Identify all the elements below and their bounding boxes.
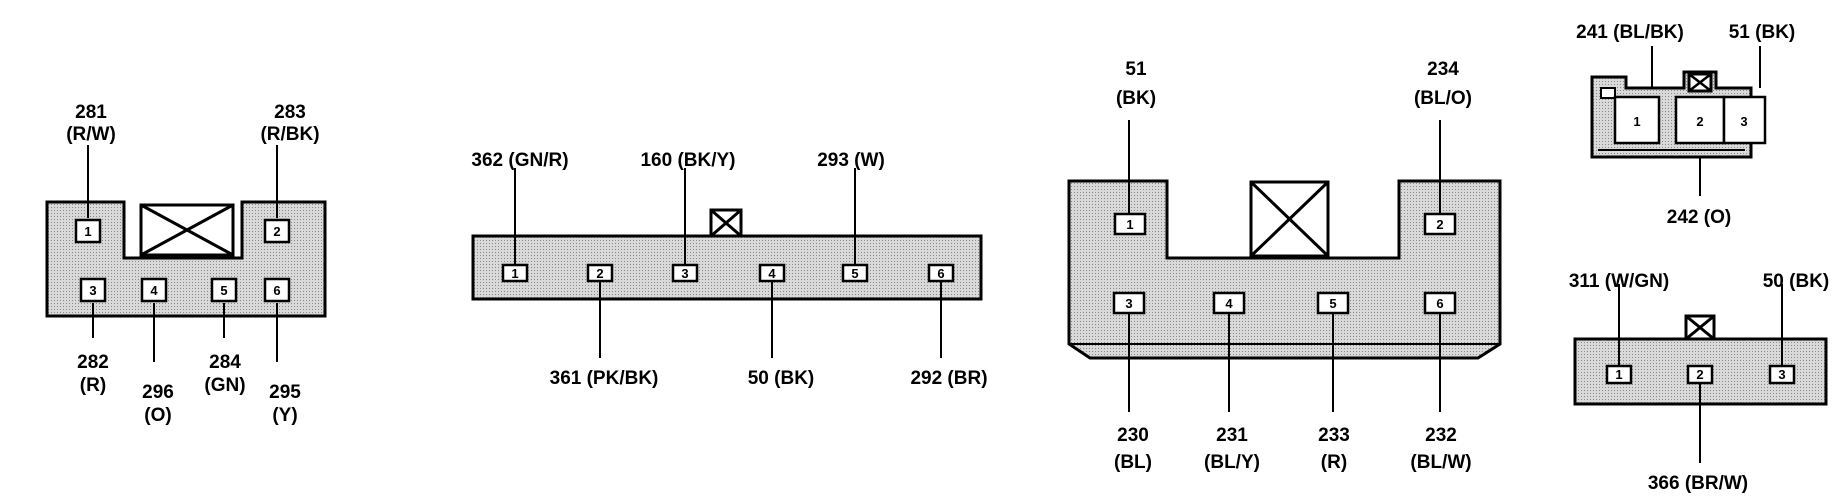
- connector-1-pin-5: 5: [210, 277, 238, 303]
- pin-number: 5: [1329, 296, 1336, 311]
- wire-label-color: (R/BK): [260, 124, 319, 145]
- wire-label-color: (GN): [204, 375, 245, 396]
- wire-label-number: 295: [269, 382, 301, 403]
- wire-label-number: 296: [142, 382, 174, 403]
- connector-1-housing: [45, 200, 327, 318]
- connector-1-pin-6: 6: [263, 277, 291, 303]
- wire-label: 50 (BK): [1763, 271, 1830, 292]
- wire-label: 293 (W): [817, 150, 885, 171]
- keying-block-icon: [1684, 314, 1716, 341]
- wire-label-color: (O): [144, 405, 171, 426]
- pin-number: 3: [1778, 367, 1785, 382]
- connector-1-pin-3: 3: [79, 277, 107, 303]
- wire-label-number: 234: [1427, 59, 1459, 80]
- keying-block-icon: [709, 208, 743, 238]
- connector-2: 1 2 3 4 5 6 362 (GN/R) 160 (BK/Y) 293 (W…: [471, 150, 987, 389]
- pin-number: 5: [220, 283, 227, 298]
- wire-label-number: 51: [1125, 59, 1147, 80]
- wire-label: 361 (PK/BK): [550, 368, 659, 389]
- wire-label-number: 232: [1425, 425, 1457, 446]
- connector-4-pin-1: 1: [1613, 95, 1661, 145]
- connector-3-pin-4: 4: [1212, 291, 1246, 315]
- wire-label-color: (Y): [272, 405, 297, 426]
- connector-3-pin-2: 2: [1423, 212, 1457, 236]
- wire-label-color: (R): [1321, 452, 1347, 473]
- wire-label: 160 (BK/Y): [640, 150, 735, 171]
- connector-3: 1 2 3 4 5 6 51 (BK) 234 (BL/O) 230 (BL) …: [1067, 59, 1502, 473]
- keying-block-icon: [1687, 72, 1713, 93]
- connector-2-pin-6: 6: [927, 263, 955, 283]
- pin-number: 2: [273, 224, 280, 239]
- pin-number: 2: [1696, 367, 1703, 382]
- connector-4-pin-2: 2: [1674, 95, 1726, 145]
- wire-label-color: (BL/O): [1414, 88, 1472, 109]
- pin-number: 3: [681, 266, 688, 281]
- wire-label-color: (R): [80, 375, 106, 396]
- connector-3-pin-1: 1: [1113, 212, 1147, 236]
- pin-number: 1: [511, 266, 518, 281]
- pin-number: 3: [1740, 114, 1747, 129]
- pin-number: 6: [937, 266, 944, 281]
- connector-2-pin-5: 5: [841, 263, 869, 283]
- connector-4: 1 2 3 241 (BL/BK) 51 (BK) 242 (O): [1576, 22, 1795, 228]
- keying-block-icon: [139, 203, 235, 257]
- connector-5-pin-3: 3: [1768, 364, 1796, 385]
- pin-number: 4: [150, 283, 158, 298]
- pin-number: 2: [1436, 217, 1443, 232]
- wire-label: 362 (GN/R): [471, 150, 568, 171]
- connector-1-pin-2: 2: [263, 218, 291, 244]
- pin-number: 6: [1436, 296, 1443, 311]
- connector-2-pin-2: 2: [586, 263, 614, 283]
- wire-label-color: (BK): [1116, 88, 1156, 109]
- pin-number: 5: [851, 266, 858, 281]
- wire-label-number: 233: [1318, 425, 1350, 446]
- wire-label: 366 (BR/W): [1648, 473, 1748, 494]
- pin-number: 2: [596, 266, 603, 281]
- connector-1: 1 2 3 4 5 6 281 (R/W) 283 (R/BK) 282 (R)…: [45, 102, 327, 426]
- connector-1-pin-1: 1: [74, 218, 102, 244]
- pin-number: 4: [768, 266, 776, 281]
- wire-label-number: 231: [1216, 425, 1248, 446]
- pin-number: 1: [84, 224, 91, 239]
- pin-number: 4: [1225, 296, 1233, 311]
- wire-label: 242 (O): [1667, 207, 1731, 228]
- wire-label-number: 284: [209, 352, 241, 373]
- connector-2-pin-1: 1: [501, 263, 529, 283]
- wire-label: 241 (BL/BK): [1576, 22, 1684, 43]
- connector-3-pin-6: 6: [1423, 291, 1457, 315]
- wire-label: 311 (W/GN): [1569, 271, 1669, 292]
- pin-number: 6: [273, 283, 280, 298]
- connector-3-pin-3: 3: [1112, 291, 1146, 315]
- wire-label-color: (BL): [1114, 452, 1152, 473]
- connector-1-pin-4: 4: [140, 277, 168, 303]
- connector-5-pin-2: 2: [1686, 364, 1714, 385]
- pin-number: 3: [1125, 296, 1132, 311]
- wire-label: 292 (BR): [910, 368, 987, 389]
- wire-label-color: (BL/Y): [1204, 452, 1260, 473]
- pin-number: 3: [89, 283, 96, 298]
- connector-4-pin-3: 3: [1722, 95, 1767, 145]
- wire-label-number: 281: [75, 102, 107, 123]
- connector-3-pin-5: 5: [1316, 291, 1350, 315]
- keying-block-icon: [1249, 180, 1330, 258]
- connector-5: 1 2 3 311 (W/GN) 50 (BK) 366 (BR/W): [1569, 271, 1829, 494]
- connector-2-housing: [471, 234, 983, 301]
- wire-label-color: (R/W): [66, 124, 116, 145]
- pin-number: 2: [1696, 114, 1703, 129]
- wire-label-number: 230: [1117, 425, 1149, 446]
- pin-number: 1: [1633, 114, 1640, 129]
- wire-label: 51 (BK): [1729, 22, 1796, 43]
- wire-label-number: 283: [274, 102, 306, 123]
- connector-2-pin-3: 3: [671, 263, 699, 283]
- wire-label: 50 (BK): [748, 368, 815, 389]
- pin-number: 1: [1126, 217, 1133, 232]
- wire-label-number: 282: [77, 352, 109, 373]
- connector-2-pin-4: 4: [758, 263, 786, 283]
- connector-3-housing: [1067, 179, 1502, 360]
- pin-number: 1: [1615, 367, 1622, 382]
- connector-5-pin-1: 1: [1605, 364, 1633, 385]
- wire-label-color: (BL/W): [1410, 452, 1471, 473]
